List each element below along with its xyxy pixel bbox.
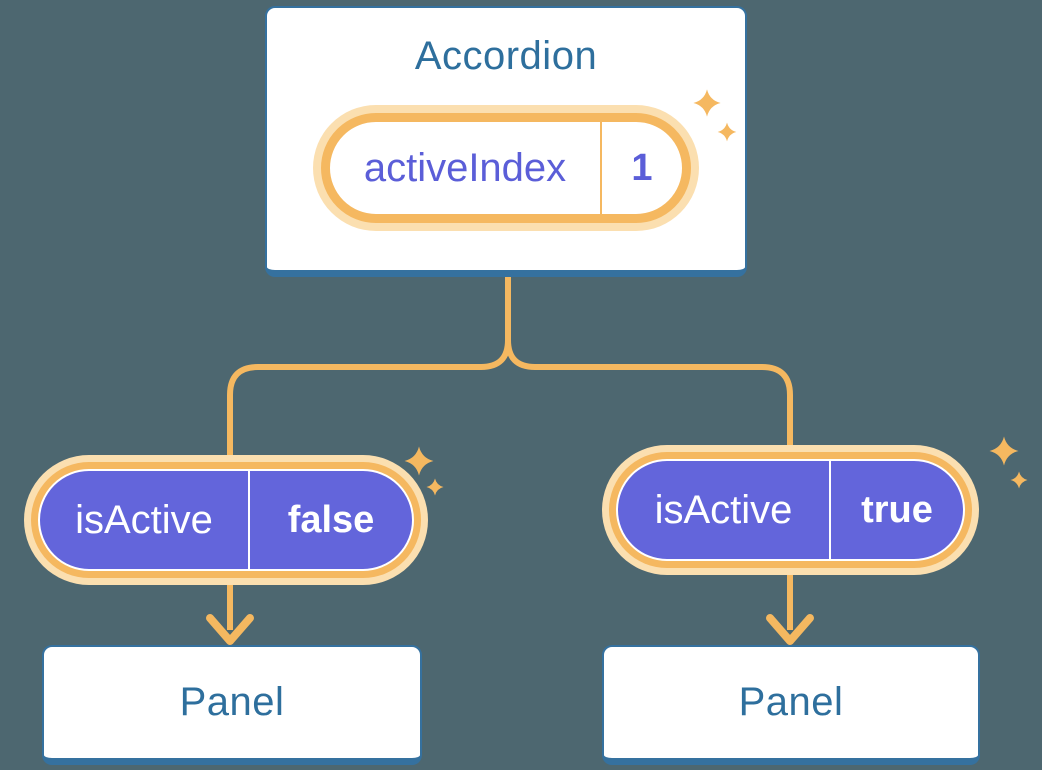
sparkle-icon-large <box>989 436 1019 466</box>
pill-divider <box>248 471 250 569</box>
sparkle-icon-large <box>693 89 721 117</box>
panel-card-left: Panel <box>42 645 422 765</box>
sparkle-icon-small <box>1010 471 1028 489</box>
panel-card-right: Panel <box>602 645 980 765</box>
connector-right-branch <box>505 272 793 630</box>
accordion-title: Accordion <box>414 34 598 78</box>
connector-left-branch <box>227 272 511 630</box>
state-label: activeIndex <box>363 145 567 190</box>
sparkle-icon-small <box>426 478 444 496</box>
arrow-down-icon <box>766 614 814 645</box>
sparkle-icon-large <box>404 446 434 476</box>
state-value: 1 <box>631 146 653 189</box>
is-active-pill-right: isActive true <box>616 459 965 561</box>
prop-label: isActive <box>654 487 793 532</box>
arrow-down-icon <box>206 614 254 645</box>
active-index-state-pill: activeIndex 1 <box>321 113 691 223</box>
pill-divider <box>600 122 602 214</box>
sparkle-icon-small <box>717 122 737 142</box>
is-active-pill-left: isActive false <box>38 469 414 571</box>
pill-divider <box>829 461 831 559</box>
panel-title: Panel <box>738 680 844 724</box>
panel-title: Panel <box>179 680 285 724</box>
prop-value: false <box>287 498 375 541</box>
prop-value: true <box>861 488 933 531</box>
prop-label: isActive <box>75 497 213 542</box>
